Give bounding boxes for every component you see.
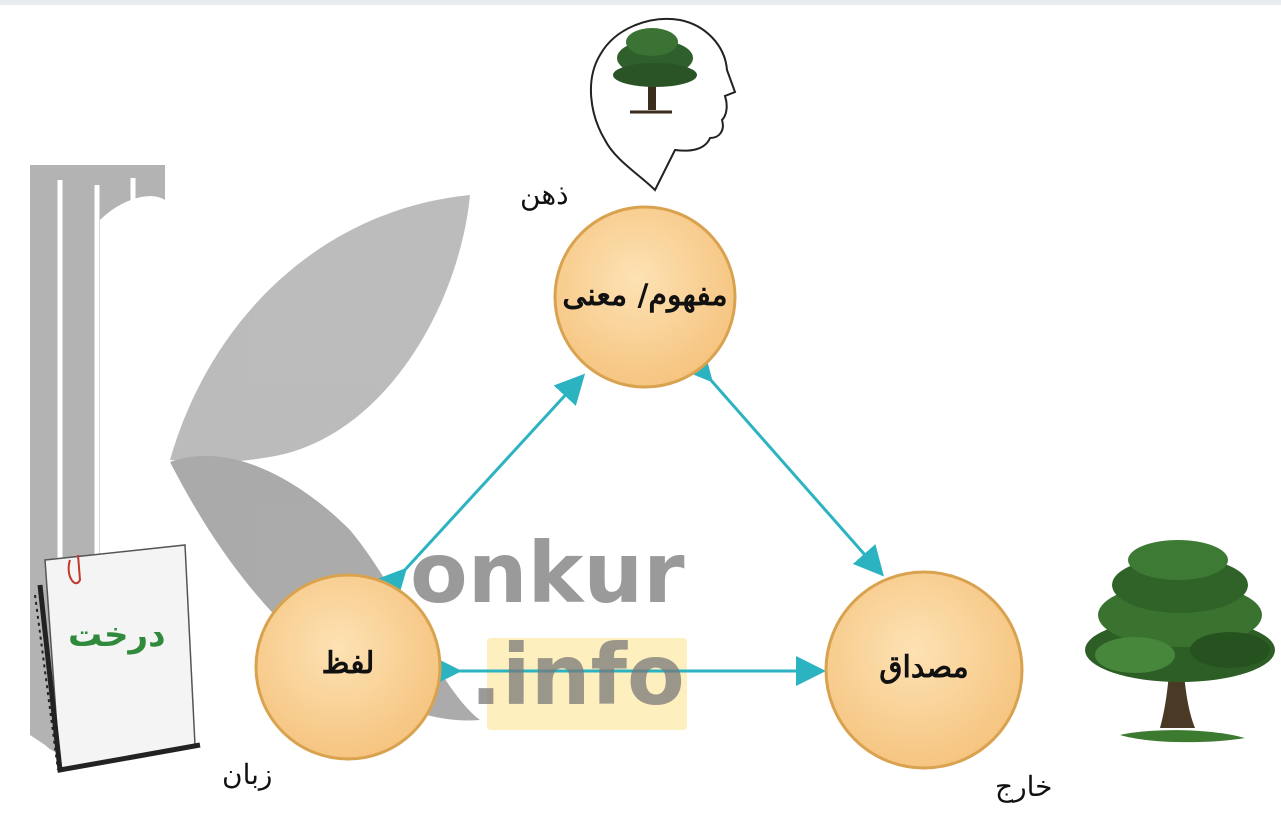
- mind-label: ذهن: [520, 178, 569, 211]
- word-label: لفظ: [321, 646, 375, 681]
- watermark-text-1: onkur: [410, 524, 685, 622]
- node-referent-circle: [824, 570, 1024, 770]
- language-label: زبان: [222, 758, 273, 791]
- referent-label: مصداق: [879, 650, 969, 685]
- watermark-text-2: .info: [470, 626, 685, 724]
- arrow-concept-word: [375, 373, 586, 600]
- node-concept-circle: [553, 205, 737, 389]
- top-edge: [0, 0, 1281, 5]
- node-word-circle: [254, 573, 442, 761]
- notebook-icon: [34, 544, 201, 773]
- notebook-word: درخت: [68, 615, 166, 655]
- external-label: خارج: [995, 770, 1053, 803]
- arrow-concept-referent: [681, 350, 884, 577]
- small-tree-icon: [613, 28, 697, 114]
- arrows: [375, 350, 884, 686]
- concept-label: مفهوم/ معنی: [562, 278, 728, 313]
- big-tree-icon: [1085, 540, 1275, 743]
